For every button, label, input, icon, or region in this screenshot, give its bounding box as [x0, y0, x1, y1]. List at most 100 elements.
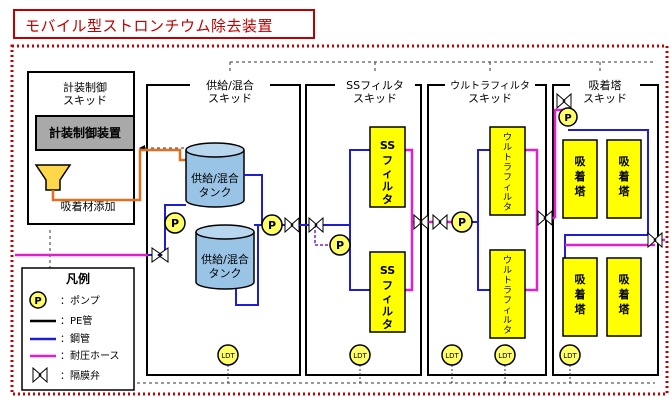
level-meter-icon	[217, 344, 239, 366]
legend-pump-label: ：ポンプ	[60, 295, 100, 307]
ldt-label: LDT	[353, 352, 367, 360]
valve-icon	[284, 216, 300, 234]
adsorbent-hopper-icon	[34, 164, 72, 191]
legend-hose-label: ：耐圧ホース	[60, 349, 120, 362]
valve-icon	[413, 213, 429, 231]
legend-pump-symbol: P	[34, 296, 41, 307]
supply-skid-label-2: スキッド	[208, 92, 252, 105]
ss-skid-label-bg	[335, 76, 415, 106]
tower-4-char: 着	[618, 287, 630, 301]
pump-symbol: P	[171, 217, 179, 230]
ss-collector-hose	[405, 148, 414, 292]
tower-2-char: 吸	[619, 155, 631, 168]
tower-1-char: 吸	[575, 155, 587, 168]
ss-filter-2-char: ィ	[382, 292, 393, 305]
uf-filter-2-char: フ	[503, 296, 512, 306]
pump-icon	[164, 212, 186, 234]
legend-steel-label: ：鋼管	[60, 332, 90, 345]
adsorption-tower-3	[562, 257, 598, 337]
adsorption-tower-1	[562, 139, 598, 219]
tank-2-label-2: タンク	[209, 267, 242, 280]
tank-1-label-1: 供給/混合	[191, 171, 239, 185]
legend-pe-label: ：PE管	[60, 314, 92, 327]
pump-symbol: P	[336, 239, 344, 252]
pump-icon	[329, 234, 351, 256]
tank-2-label-1: 供給/混合	[201, 252, 249, 266]
ss-distribution-pipe-lower	[349, 225, 370, 291]
diagram-title: モバイル型ストロンチウム除去装置	[25, 17, 274, 35]
supply-skid-label-bg	[190, 76, 270, 106]
adsorption-tower-2	[606, 139, 642, 219]
control-device-label: 計装制御装置	[49, 125, 121, 140]
uf-filter-2	[489, 249, 526, 339]
uf-filter-2-char: ル	[503, 316, 512, 326]
pump-icon	[261, 214, 283, 236]
ss-distribution-pipe	[330, 149, 370, 226]
ss-filter-1-char: フ	[382, 154, 393, 167]
uf-distribution-pipe	[462, 149, 490, 223]
valve-icon	[647, 231, 663, 249]
tower-2-char: 塔	[619, 184, 631, 198]
uf-filter-1-char: ラ	[503, 162, 512, 173]
ss-filter-2	[369, 251, 406, 333]
pump-symbol: P	[268, 219, 276, 232]
ldt-label: LDT	[221, 352, 235, 360]
uf-filter-2-char: ィ	[503, 306, 512, 316]
valve-icon	[432, 213, 448, 231]
equipment-boundary	[10, 44, 669, 396]
adsorption-skid-label-1: 吸着塔	[589, 78, 622, 92]
control-device-box	[35, 115, 135, 151]
legend-valve-label: ：隔膜弁	[60, 369, 100, 382]
uf-filter-1-char: ル	[503, 143, 512, 153]
uf-filter-1-char: フ	[503, 173, 512, 183]
pump-icon	[558, 107, 578, 127]
pump-icon	[451, 211, 473, 233]
instrument-skid-label-2: スキッド	[63, 94, 107, 107]
ss-filter-1-char: ル	[382, 180, 393, 193]
tower-1-char: 着	[574, 169, 586, 183]
uf-filter-2-char: ト	[503, 276, 512, 286]
ss-skid-label-2: スキッド	[353, 92, 397, 105]
ldt-label: LDT	[498, 352, 512, 360]
ss-filter-2-char: タ	[382, 318, 393, 331]
uf-filter-2-char: ル	[503, 266, 512, 276]
legend-pump-icon	[29, 291, 47, 309]
ss-filter-1-char: ィ	[382, 167, 393, 180]
pump-symbol: P	[564, 113, 571, 124]
tank-1-label-2: タンク	[199, 186, 232, 199]
ss-filter-2-label: SS	[380, 264, 395, 277]
uf-filter-2-char: ラ	[503, 285, 512, 296]
adsorption-skid-label-bg	[570, 76, 640, 106]
valve-icon	[151, 247, 169, 263]
uf-skid-label-bg	[445, 76, 535, 106]
legend-title: 凡例	[66, 271, 90, 286]
adsorbent-feed-line	[51, 148, 196, 202]
supply-tank-2-top	[195, 224, 255, 240]
uf-filter-2-char: タ	[503, 325, 512, 336]
adsorption-skid-label-2: スキッド	[583, 92, 627, 105]
instrument-skid-label-bg	[50, 78, 120, 110]
ldt-label: LDT	[563, 352, 577, 360]
ss-filter-2-char: ル	[382, 305, 393, 318]
ss-skid-label-1: SSフィルタ	[346, 79, 404, 92]
uf-filter-1-char: ウ	[503, 132, 512, 143]
supply-skid-label-1: 供給/混合	[206, 78, 254, 92]
uf-filter-1-char: タ	[503, 202, 512, 213]
tank-link-pipe	[244, 174, 263, 226]
uf-filter-1-char: ル	[503, 193, 512, 203]
legend-box	[21, 267, 135, 391]
valve-icon	[556, 92, 572, 110]
level-meter-icon	[559, 344, 581, 366]
tower-2-char: 着	[618, 169, 630, 183]
tower-3-char: 着	[574, 287, 586, 301]
instrument-skid-label-1: 計装制御	[63, 80, 107, 94]
uf-filter-1-char: ィ	[503, 183, 512, 193]
ss-filter-1-label: SS	[380, 139, 395, 152]
legend-valve-icon	[32, 366, 48, 384]
tower-3-char: 吸	[575, 273, 587, 286]
level-meter-icon	[349, 344, 371, 366]
uf-filter-1	[489, 126, 526, 216]
ss-filter-1	[369, 126, 406, 208]
ss-filter-2-char: フ	[382, 279, 393, 292]
